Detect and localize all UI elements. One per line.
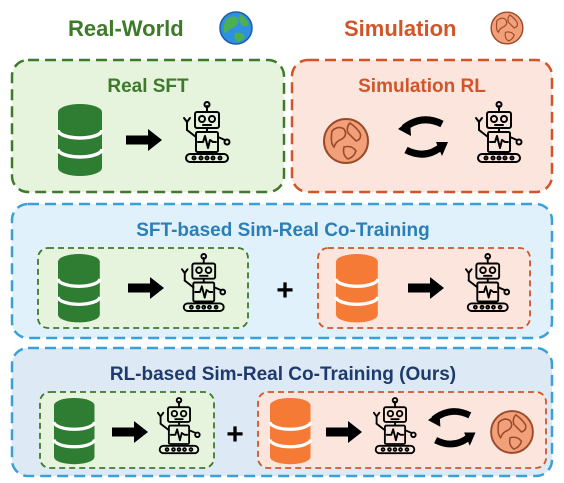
panel-simulation-rl-title: Simulation RL bbox=[358, 76, 486, 97]
plus-icon: + bbox=[276, 274, 294, 307]
database-icon bbox=[56, 102, 104, 178]
header-real-world: Real-World bbox=[68, 16, 184, 41]
subpanel-sim-rl bbox=[257, 391, 547, 469]
plus-icon: + bbox=[226, 418, 244, 451]
panel-sft-cotraining-title: SFT-based Sim-Real Co-Training bbox=[136, 220, 430, 241]
database-icon bbox=[268, 396, 313, 466]
header-simulation: Simulation bbox=[344, 16, 456, 41]
planet-icon bbox=[323, 118, 369, 164]
globe-icon bbox=[219, 11, 253, 45]
database-icon bbox=[334, 252, 380, 325]
planet-icon bbox=[490, 410, 534, 454]
database-icon bbox=[52, 396, 97, 466]
database-icon bbox=[56, 252, 102, 325]
sim-globe-icon bbox=[490, 11, 524, 45]
panel-real-sft-title: Real SFT bbox=[107, 76, 189, 97]
panel-rl-cotraining-title: RL-based Sim-Real Co-Training (Ours) bbox=[110, 364, 456, 385]
